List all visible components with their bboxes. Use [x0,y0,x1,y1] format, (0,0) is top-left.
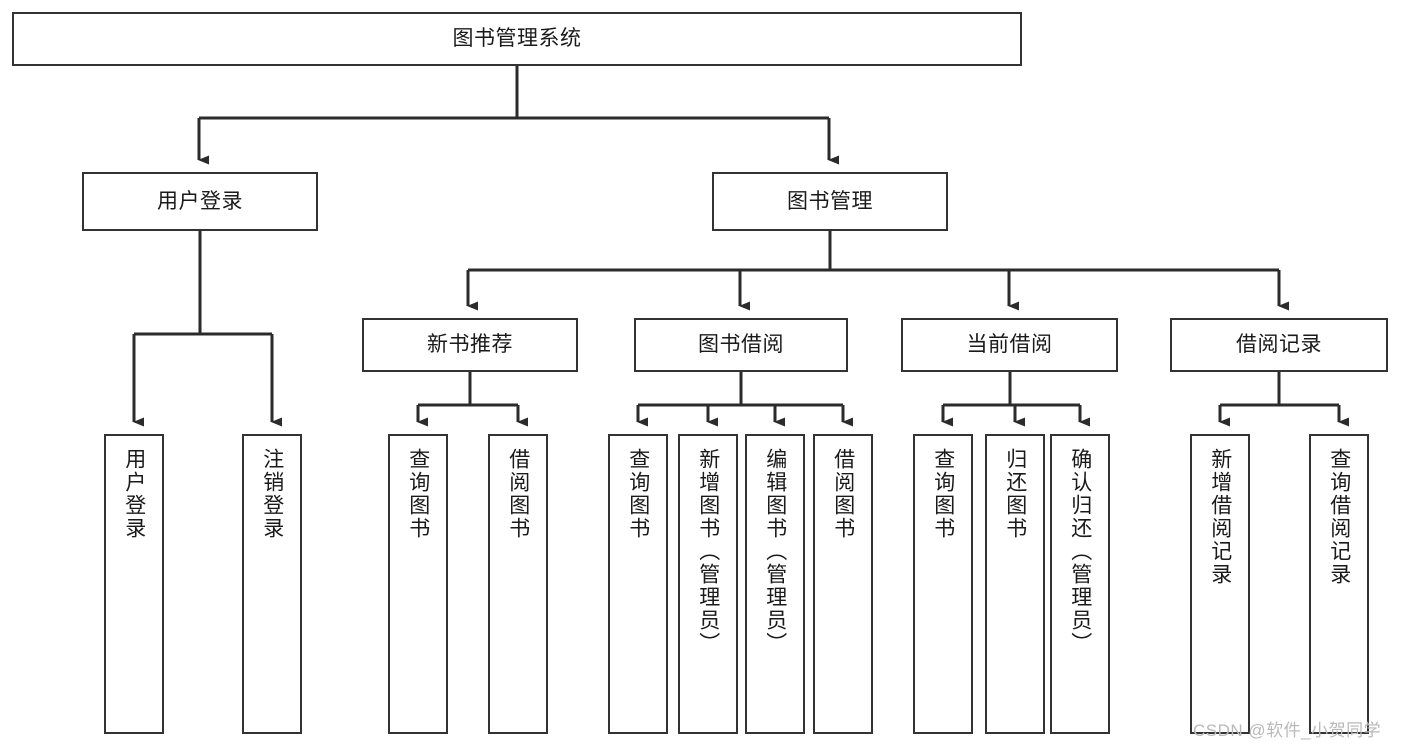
node-book-manage[interactable]: 图书管理 [712,172,948,231]
node-new-book-recommend-label: 新书推荐 [427,333,513,357]
node-root[interactable]: 图书管理系统 [12,12,1022,66]
leaf-return-book-label: 归还图书 [1003,448,1027,540]
node-borrow-record[interactable]: 借阅记录 [1170,318,1388,372]
leaf-add-book-admin-label: 新增图书（管理员） [696,448,720,655]
leaf-user-login[interactable]: 用户登录 [104,434,164,734]
leaf-borrow-book-borrow-label: 借阅图书 [831,448,855,540]
node-borrow-record-label: 借阅记录 [1236,333,1322,357]
leaf-query-book-recommend[interactable]: 查询图书 [388,434,448,734]
leaf-query-book-recommend-label: 查询图书 [406,448,430,540]
node-book-manage-label: 图书管理 [787,189,873,213]
leaf-borrow-book-borrow[interactable]: 借阅图书 [813,434,873,734]
csdn-watermark: CSDN @软件_小贺同学 [1193,721,1382,740]
node-book-borrow-label: 图书借阅 [698,333,784,357]
leaf-query-book-borrow[interactable]: 查询图书 [608,434,668,734]
node-new-book-recommend[interactable]: 新书推荐 [362,318,578,372]
node-book-borrow[interactable]: 图书借阅 [634,318,848,372]
leaf-user-logout-label: 注销登录 [260,448,284,540]
leaf-query-book-current-label: 查询图书 [931,448,955,540]
leaf-user-logout[interactable]: 注销登录 [242,434,302,734]
current-borrow-to-leaves-connectors [941,372,1090,427]
leaf-query-borrow-record-label: 查询借阅记录 [1327,448,1351,586]
leaf-add-book-admin[interactable]: 新增图书（管理员） [678,434,738,734]
book-manage-to-level3-connectors [466,231,1289,311]
node-current-borrow[interactable]: 当前借阅 [901,318,1118,372]
root-to-level2-connectors [197,66,839,165]
leaf-add-borrow-record[interactable]: 新增借阅记录 [1190,434,1250,734]
leaf-query-borrow-record[interactable]: 查询借阅记录 [1309,434,1369,734]
book-borrow-to-leaves-connectors [636,372,853,427]
leaf-query-book-current[interactable]: 查询图书 [913,434,973,734]
leaf-return-book[interactable]: 归还图书 [985,434,1045,734]
node-current-borrow-label: 当前借阅 [966,333,1053,357]
user-login-to-leaves-connectors [132,231,282,427]
leaf-add-borrow-record-label: 新增借阅记录 [1208,448,1232,586]
leaf-edit-book-admin-label: 编辑图书（管理员） [763,448,787,655]
new-book-rec-to-leaves-connectors [416,372,528,427]
leaf-edit-book-admin[interactable]: 编辑图书（管理员） [745,434,805,734]
borrow-record-to-leaves-connectors [1218,372,1349,427]
node-user-login[interactable]: 用户登录 [82,172,318,231]
leaf-confirm-return-admin-label: 确认归还（管理员） [1068,448,1092,655]
leaf-borrow-book-recommend-label: 借阅图书 [506,448,530,540]
node-root-label: 图书管理系统 [452,27,582,51]
leaf-borrow-book-recommend[interactable]: 借阅图书 [488,434,548,734]
node-user-login-label: 用户登录 [157,189,243,213]
leaf-confirm-return-admin[interactable]: 确认归还（管理员） [1050,434,1110,734]
leaf-query-book-borrow-label: 查询图书 [626,448,650,540]
leaf-user-login-label: 用户登录 [122,448,146,540]
